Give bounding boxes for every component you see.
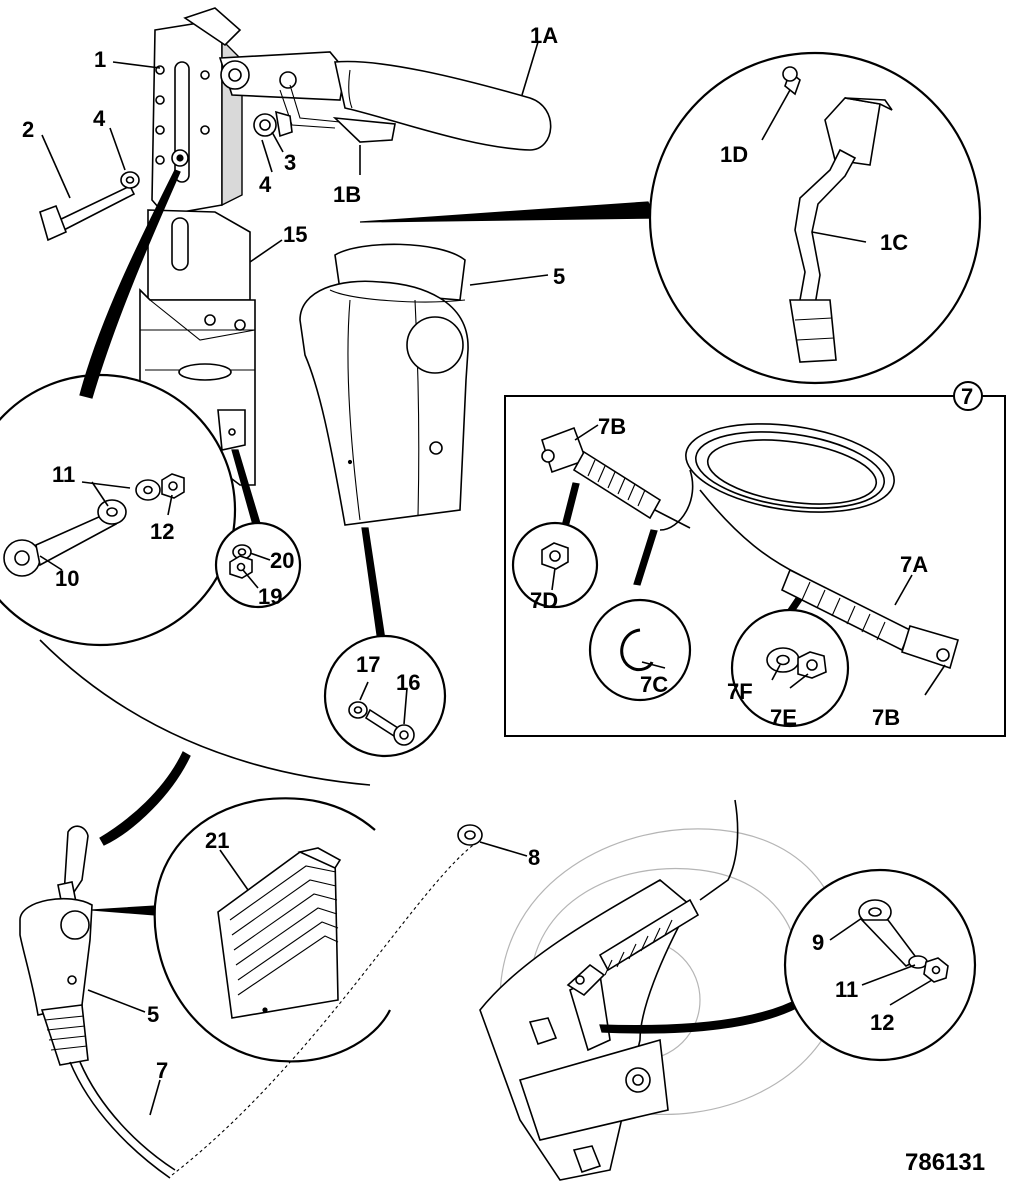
callout-21: 21 xyxy=(205,828,229,853)
detail-bellows xyxy=(153,797,391,1063)
grommet xyxy=(457,824,483,846)
callout-7B-lower: 7B xyxy=(872,705,900,730)
callout-16: 16 xyxy=(396,670,420,695)
handbrake-lever-assembly xyxy=(39,7,552,486)
callout-7C: 7C xyxy=(640,672,668,697)
callout-11-upper: 11 xyxy=(52,462,75,487)
callout-12-lower: 12 xyxy=(870,1010,894,1035)
detail-switch-harness xyxy=(359,51,982,385)
leader-lines xyxy=(39,41,946,1116)
callout-12-upper: 12 xyxy=(150,519,174,544)
cable-detail-box xyxy=(504,381,1006,737)
callout-8: 8 xyxy=(528,845,540,870)
callout-7D: 7D xyxy=(530,588,558,613)
figure-reference-number: 786131 xyxy=(905,1149,985,1176)
callout-2: 2 xyxy=(22,117,34,142)
callout-1: 1 xyxy=(94,47,106,72)
callout-7-cable: 7 xyxy=(156,1058,168,1083)
callout-3: 3 xyxy=(284,150,296,175)
lever-overview xyxy=(19,751,481,1179)
callout-4-lower: 4 xyxy=(259,172,272,197)
callout-17: 17 xyxy=(356,652,380,677)
brake-caliper-assembly xyxy=(479,799,846,1181)
detail-nut-washer xyxy=(214,449,302,609)
callout-19: 19 xyxy=(258,584,282,609)
callout-9: 9 xyxy=(812,930,824,955)
callout-20: 20 xyxy=(270,548,294,573)
callout-7E: 7E xyxy=(770,705,797,730)
callout-7A: 7A xyxy=(900,552,928,577)
detail-bolt-set-a xyxy=(0,169,371,786)
detail-screw-washer xyxy=(323,527,447,758)
callout-1C: 1C xyxy=(880,230,908,255)
detail-bolt-set-b xyxy=(783,868,977,1062)
callout-15: 15 xyxy=(283,222,307,247)
callout-7-box: 7 xyxy=(961,384,973,409)
callout-7B-upper: 7B xyxy=(598,414,626,439)
callout-1B: 1B xyxy=(333,182,361,207)
callout-7F: 7F xyxy=(727,679,753,704)
lever-gaiter xyxy=(299,243,469,526)
callout-5-overview: 5 xyxy=(147,1002,159,1027)
callout-1A: 1A xyxy=(530,23,558,48)
callout-4-upper: 4 xyxy=(93,106,106,131)
callout-labels: 1 1A 1B 1C 1D 2 3 4 4 5 5 7 7A 7B 7B 7C … xyxy=(22,23,985,1176)
callout-11-lower: 11 xyxy=(835,977,858,1002)
callout-5-gaiter: 5 xyxy=(553,264,565,289)
callout-1D: 1D xyxy=(720,142,748,167)
callout-10: 10 xyxy=(55,566,79,591)
